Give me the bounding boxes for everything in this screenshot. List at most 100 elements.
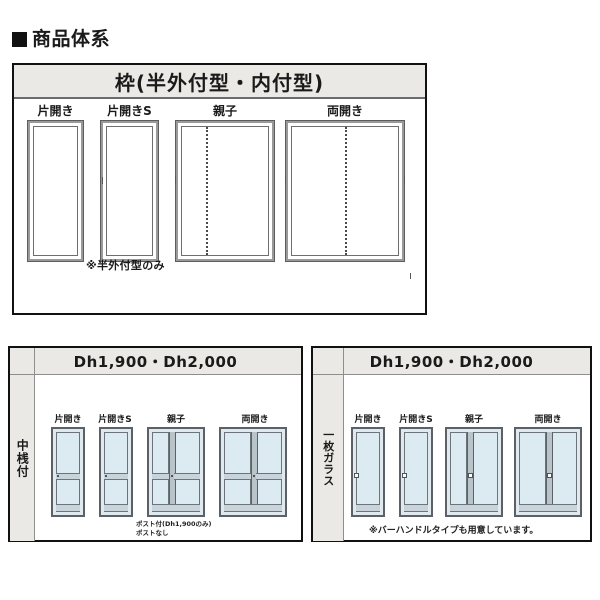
bottom-rail <box>404 504 428 512</box>
door-leaf-small <box>450 432 467 512</box>
mid-rail <box>224 473 251 480</box>
br-note: ※バーハンドルタイプも用意しています。 <box>369 526 539 536</box>
main-door-label-2: 親子 <box>212 104 237 118</box>
main-panel-header-label: 枠(半外付型・内付型) <box>114 70 325 95</box>
door-frame-drawing <box>28 121 83 261</box>
center-mullion <box>251 432 258 512</box>
center-mullion <box>169 432 176 512</box>
door-leaf-right <box>551 432 577 512</box>
bottom-right-row-label-text: 一枚ガラス <box>321 429 335 487</box>
bottom-right-header-label: Dh1,900・Dh2,000 <box>369 352 534 371</box>
main-panel-note: ※半外付型のみ <box>86 259 165 272</box>
bottom-left-body: 中桟付 片開き 片開きS 親子 両開き <box>10 375 301 541</box>
main-door-katahiraki[interactable]: 片開き <box>28 105 83 261</box>
door-divider-dashed <box>206 127 208 255</box>
bottom-left-row-label-text: 中桟付 <box>15 438 30 478</box>
handle-icon <box>57 475 59 477</box>
bottom-right-header: Dh1,900・Dh2,000 <box>313 348 590 375</box>
door-leaf-right <box>256 432 282 512</box>
door-divider-dashed <box>345 127 347 255</box>
handle-icon <box>402 473 407 478</box>
bottom-rail <box>56 504 80 512</box>
mid-rail <box>104 473 128 480</box>
bl-note-1: ポストなし <box>136 529 169 537</box>
main-door-label-1: 片開きS <box>107 104 152 118</box>
bottom-left-row-label: 中桟付 <box>10 375 35 541</box>
main-door-oyako[interactable]: 親子 <box>176 105 274 261</box>
main-door-label-3: 両開き <box>326 104 363 118</box>
br-door-label-0: 片開き <box>354 415 382 425</box>
br-door-katahiraki[interactable] <box>351 427 385 517</box>
bl-door-label-3: 両開き <box>241 415 269 425</box>
bl-door-ryohiraki[interactable] <box>219 427 287 517</box>
br-door-katahiraki-s[interactable] <box>399 427 433 517</box>
door-inner-frame <box>106 126 153 256</box>
bl-door-label-2: 親子 <box>166 415 185 425</box>
bottom-rail <box>224 504 282 512</box>
handle-icon <box>468 473 473 478</box>
mid-rail <box>256 473 282 480</box>
handle-icon <box>171 475 173 477</box>
center-mullion <box>546 432 553 512</box>
page-title-label: 商品体系 <box>32 28 111 50</box>
main-door-label-0: 片開き <box>37 104 74 118</box>
handle-icon <box>253 475 255 477</box>
door-leaf <box>356 432 380 512</box>
door-frame-drawing <box>286 121 404 261</box>
main-panel-body: 片開き 片開きS 親子 <box>14 99 425 315</box>
header-notch <box>313 348 344 374</box>
door-leaf-small <box>152 432 169 512</box>
main-door-ryohiraki[interactable]: 両開き <box>286 105 404 261</box>
bl-note-0: ポスト付(Dh1,900のみ) <box>136 520 212 528</box>
bl-door-katahiraki[interactable] <box>51 427 85 517</box>
page-title: 商品体系 <box>12 30 110 49</box>
mid-rail <box>174 473 200 480</box>
door-leaf-left <box>519 432 546 512</box>
br-door-label-2: 親子 <box>464 415 483 425</box>
tick-mark <box>175 177 176 184</box>
door-frame-drawing <box>101 121 158 261</box>
door-frame-drawing <box>176 121 274 261</box>
bottom-rail <box>152 504 200 512</box>
handle-icon <box>547 473 552 478</box>
bottom-right-body: 一枚ガラス 片開き 片開きS 親子 両開き <box>313 375 590 541</box>
bottom-right-panel: Dh1,900・Dh2,000 一枚ガラス 片開き 片開きS 親子 両開き <box>311 346 592 542</box>
bottom-right-row-label: 一枚ガラス <box>313 375 344 541</box>
door-leaf-large <box>472 432 498 512</box>
bottom-rail <box>104 504 128 512</box>
bottom-left-panel: Dh1,900・Dh2,000 中桟付 片開き 片開きS 親子 両開き <box>8 346 303 542</box>
mid-rail <box>152 473 169 480</box>
bottom-rail <box>356 504 380 512</box>
bottom-left-header-label: Dh1,900・Dh2,000 <box>73 352 238 371</box>
tick-mark <box>404 177 405 184</box>
br-door-label-1: 片開きS <box>399 415 433 425</box>
bottom-rail <box>450 504 498 512</box>
door-leaf <box>104 432 128 512</box>
door-leaf-large <box>174 432 200 512</box>
mid-rail <box>56 473 80 480</box>
br-door-label-3: 両開き <box>534 415 562 425</box>
tick-mark <box>410 273 411 279</box>
door-leaf <box>56 432 80 512</box>
main-panel-header: 枠(半外付型・内付型) <box>14 65 425 99</box>
center-mullion <box>467 432 474 512</box>
door-leaf <box>404 432 428 512</box>
header-notch <box>10 348 35 374</box>
main-panel: 枠(半外付型・内付型) 片開き 片開きS 親子 <box>12 63 427 315</box>
handle-icon <box>354 473 359 478</box>
door-inner-frame <box>181 126 269 256</box>
tick-mark <box>285 177 286 184</box>
bl-door-oyako[interactable] <box>147 427 205 517</box>
bl-door-katahiraki-s[interactable] <box>99 427 133 517</box>
bottom-left-header: Dh1,900・Dh2,000 <box>10 348 301 375</box>
door-leaf-left <box>224 432 251 512</box>
bottom-rail <box>519 504 577 512</box>
br-door-ryohiraki[interactable] <box>514 427 582 517</box>
bl-door-label-0: 片開き <box>54 415 82 425</box>
door-inner-frame <box>33 126 78 256</box>
square-bullet-icon <box>12 32 27 47</box>
handle-icon <box>105 475 107 477</box>
main-door-katahiraki-s[interactable]: 片開きS <box>101 105 158 261</box>
br-door-oyako[interactable] <box>445 427 503 517</box>
